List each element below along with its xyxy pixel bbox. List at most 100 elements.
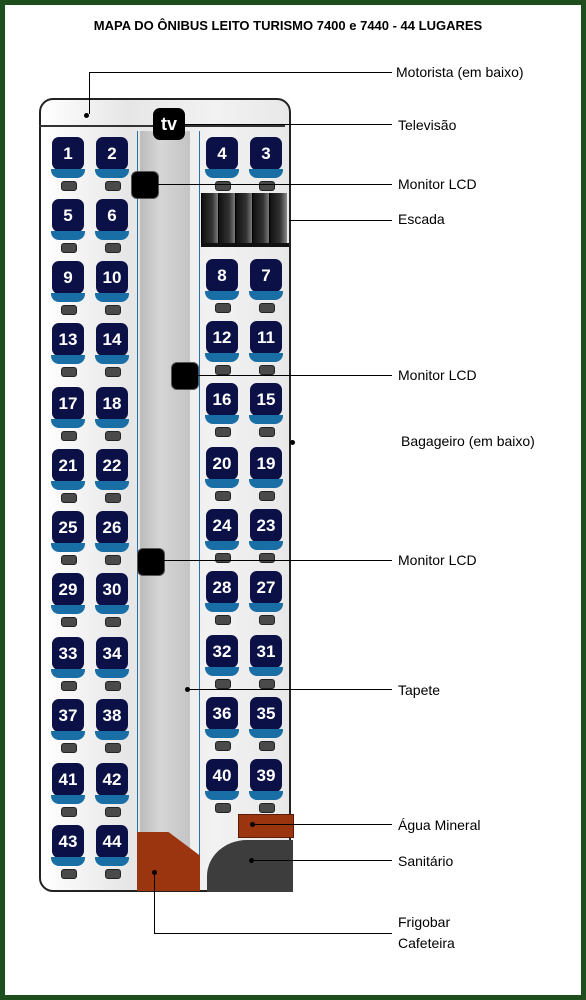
seat-3[interactable]: 3 — [249, 137, 283, 191]
leader-line — [252, 860, 392, 861]
seat-11[interactable]: 11 — [249, 321, 283, 375]
seat-32[interactable]: 32 — [205, 635, 239, 689]
seat-10[interactable]: 10 — [95, 261, 129, 315]
seat-number: 15 — [250, 383, 282, 416]
seat-14[interactable]: 14 — [95, 323, 129, 377]
label-coffee-maker: Cafeteira — [398, 935, 455, 951]
seat-cushion — [249, 415, 283, 424]
seat-cushion — [51, 857, 85, 866]
seat-cushion — [95, 857, 129, 866]
seat-1[interactable]: 1 — [51, 137, 85, 191]
seat-18[interactable]: 18 — [95, 387, 129, 441]
seat-12[interactable]: 12 — [205, 321, 239, 375]
seat-7[interactable]: 7 — [249, 259, 283, 313]
seat-23[interactable]: 23 — [249, 509, 283, 563]
seat-22[interactable]: 22 — [95, 449, 129, 503]
seat-5[interactable]: 5 — [51, 199, 85, 253]
seat-footrest — [215, 741, 231, 751]
seat-number: 43 — [52, 825, 84, 858]
seat-6[interactable]: 6 — [95, 199, 129, 253]
seat-footrest — [259, 615, 275, 625]
leader-line — [253, 824, 392, 825]
seat-17[interactable]: 17 — [51, 387, 85, 441]
seat-42[interactable]: 42 — [95, 763, 129, 817]
seat-number: 12 — [206, 321, 238, 354]
seat-4[interactable]: 4 — [205, 137, 239, 191]
seat-cushion — [205, 169, 239, 178]
seat-cushion — [95, 605, 129, 614]
seat-40[interactable]: 40 — [205, 759, 239, 813]
seat-43[interactable]: 43 — [51, 825, 85, 879]
seat-36[interactable]: 36 — [205, 697, 239, 751]
seat-number: 2 — [96, 137, 128, 170]
seat-33[interactable]: 33 — [51, 637, 85, 691]
toilet — [207, 840, 293, 892]
seat-footrest — [61, 305, 77, 315]
stairs — [201, 193, 289, 249]
seat-25[interactable]: 25 — [51, 511, 85, 565]
seat-cushion — [205, 479, 239, 488]
seat-number: 13 — [52, 323, 84, 356]
seat-28[interactable]: 28 — [205, 571, 239, 625]
seat-cushion — [51, 293, 85, 302]
label-television: Televisão — [398, 117, 457, 133]
seat-number: 11 — [250, 321, 282, 354]
seat-8[interactable]: 8 — [205, 259, 239, 313]
seat-cushion — [205, 729, 239, 738]
seat-cushion — [205, 353, 239, 362]
seat-footrest — [105, 367, 121, 377]
seat-footrest — [259, 427, 275, 437]
seat-37[interactable]: 37 — [51, 699, 85, 753]
seat-2[interactable]: 2 — [95, 137, 129, 191]
seat-cushion — [205, 541, 239, 550]
seat-41[interactable]: 41 — [51, 763, 85, 817]
seat-footrest — [61, 807, 77, 817]
seat-39[interactable]: 39 — [249, 759, 283, 813]
seat-number: 38 — [96, 699, 128, 732]
seat-cushion — [51, 795, 85, 804]
carpet-marker — [185, 687, 190, 692]
seat-24[interactable]: 24 — [205, 509, 239, 563]
seat-27[interactable]: 27 — [249, 571, 283, 625]
seat-31[interactable]: 31 — [249, 635, 283, 689]
seat-number: 10 — [96, 261, 128, 294]
seat-footrest — [259, 303, 275, 313]
seat-9[interactable]: 9 — [51, 261, 85, 315]
mineral-water — [238, 814, 294, 838]
seat-16[interactable]: 16 — [205, 383, 239, 437]
seat-20[interactable]: 20 — [205, 447, 239, 501]
seat-number: 44 — [96, 825, 128, 858]
monitor-lcd-icon — [137, 548, 165, 576]
label-driver: Motorista (em baixo) — [396, 64, 524, 80]
seat-cushion — [95, 231, 129, 240]
seat-38[interactable]: 38 — [95, 699, 129, 753]
seat-cushion — [51, 481, 85, 490]
monitor-lcd-icon — [131, 171, 159, 199]
seat-30[interactable]: 30 — [95, 573, 129, 627]
seat-26[interactable]: 26 — [95, 511, 129, 565]
leader-line — [154, 933, 392, 934]
label-minibar: Frigobar — [398, 914, 451, 930]
aisle-edge-right — [199, 131, 200, 890]
luggage-marker — [290, 440, 295, 445]
seat-footrest — [105, 555, 121, 565]
seat-number: 14 — [96, 323, 128, 356]
leader-line — [89, 72, 90, 114]
seat-cushion — [51, 605, 85, 614]
leader-line — [184, 375, 392, 376]
seat-13[interactable]: 13 — [51, 323, 85, 377]
seat-cushion — [205, 667, 239, 676]
seat-15[interactable]: 15 — [249, 383, 283, 437]
seat-cushion — [95, 795, 129, 804]
seat-34[interactable]: 34 — [95, 637, 129, 691]
seat-number: 35 — [250, 697, 282, 730]
seat-cushion — [249, 353, 283, 362]
seat-cushion — [51, 731, 85, 740]
seat-footrest — [105, 493, 121, 503]
seat-footrest — [61, 617, 77, 627]
seat-29[interactable]: 29 — [51, 573, 85, 627]
seat-35[interactable]: 35 — [249, 697, 283, 751]
seat-21[interactable]: 21 — [51, 449, 85, 503]
seat-19[interactable]: 19 — [249, 447, 283, 501]
seat-44[interactable]: 44 — [95, 825, 129, 879]
